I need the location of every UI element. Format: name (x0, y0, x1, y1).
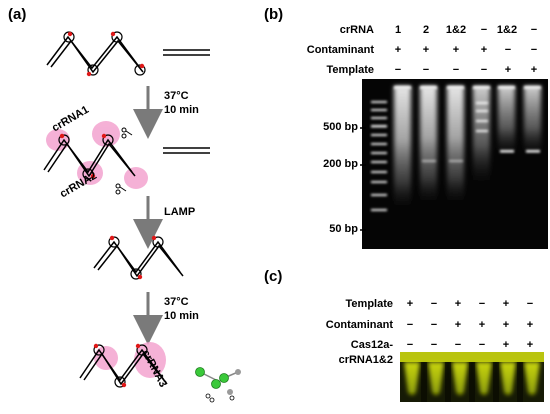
b-col1-crrna: 1 (394, 24, 402, 36)
c-row-contaminant: Contaminant (325, 319, 393, 331)
c-row-cas12a: Cas12a- (350, 339, 393, 351)
dsdna-contaminant-2 (163, 147, 210, 154)
c-col1-cas: − (406, 339, 414, 351)
b-col5-crrna: 1&2 (496, 24, 518, 36)
c-col6-template: − (526, 298, 534, 310)
step3-temp: 37°C (164, 296, 189, 308)
marker-200bp: 200 bp (323, 158, 358, 170)
step1-time: 10 min (164, 104, 199, 116)
reporter-signal-icon (195, 367, 241, 403)
b-col1-template: − (394, 64, 402, 76)
c-col4-cas: − (478, 339, 486, 351)
c-col5-template: + (502, 298, 510, 310)
c-col1-template: + (406, 298, 414, 310)
c-col3-template: + (454, 298, 462, 310)
row-label-contaminant: Contaminant (306, 44, 374, 56)
c-col1-contaminant: − (406, 319, 414, 331)
b-col6-crrna: − (530, 24, 538, 36)
c-col6-contaminant: + (526, 319, 534, 331)
b-col5-template: + (504, 64, 512, 76)
scissors-icon (115, 127, 133, 195)
c-col2-cas: − (430, 339, 438, 351)
c-col6-cas: + (526, 339, 534, 351)
dna-zigzag-stage1 (46, 31, 146, 76)
step1-temp: 37°C (164, 90, 189, 102)
panel-b-label: (b) (264, 6, 284, 23)
c-col4-contaminant: + (478, 319, 486, 331)
c-row-crrna: crRNA1&2 (338, 354, 393, 366)
c-row-template: Template (345, 298, 393, 310)
c-col3-contaminant: + (454, 319, 462, 331)
step3-time: 10 min (164, 310, 199, 322)
c-col5-contaminant: + (502, 319, 510, 331)
b-col4-crrna: − (480, 24, 488, 36)
panel-a-label: (a) (8, 6, 27, 23)
panel-c-label: (c) (264, 268, 283, 285)
marker-500bp: 500 bp (323, 121, 358, 133)
b-col2-crrna: 2 (422, 24, 430, 36)
step2-name: LAMP (164, 206, 196, 218)
dna-zigzag-stage2 (43, 134, 136, 180)
b-col3-contaminant: + (452, 44, 460, 56)
row-label-crrna: crRNA (339, 24, 374, 36)
b-col6-contaminant: − (530, 44, 538, 56)
c-col2-template: − (430, 298, 438, 310)
b-col2-contaminant: + (422, 44, 430, 56)
b-col4-contaminant: + (480, 44, 488, 56)
dna-zigzag-stage3 (93, 236, 184, 280)
b-col3-crrna: 1&2 (445, 24, 467, 36)
row-label-template: Template (326, 64, 374, 76)
b-col3-template: − (452, 64, 460, 76)
b-col4-template: − (480, 64, 488, 76)
c-col2-contaminant: − (430, 319, 438, 331)
b-col5-contaminant: − (504, 44, 512, 56)
dsdna-contaminant-1 (163, 49, 210, 56)
b-col1-contaminant: + (394, 44, 402, 56)
c-col4-template: − (478, 298, 486, 310)
dna-zigzag-stage4 (79, 344, 168, 388)
b-col6-template: + (530, 64, 538, 76)
marker-50bp: 50 bp (329, 223, 358, 235)
c-col3-cas: − (454, 339, 462, 351)
c-col5-cas: + (502, 339, 510, 351)
b-col2-template: − (422, 64, 430, 76)
